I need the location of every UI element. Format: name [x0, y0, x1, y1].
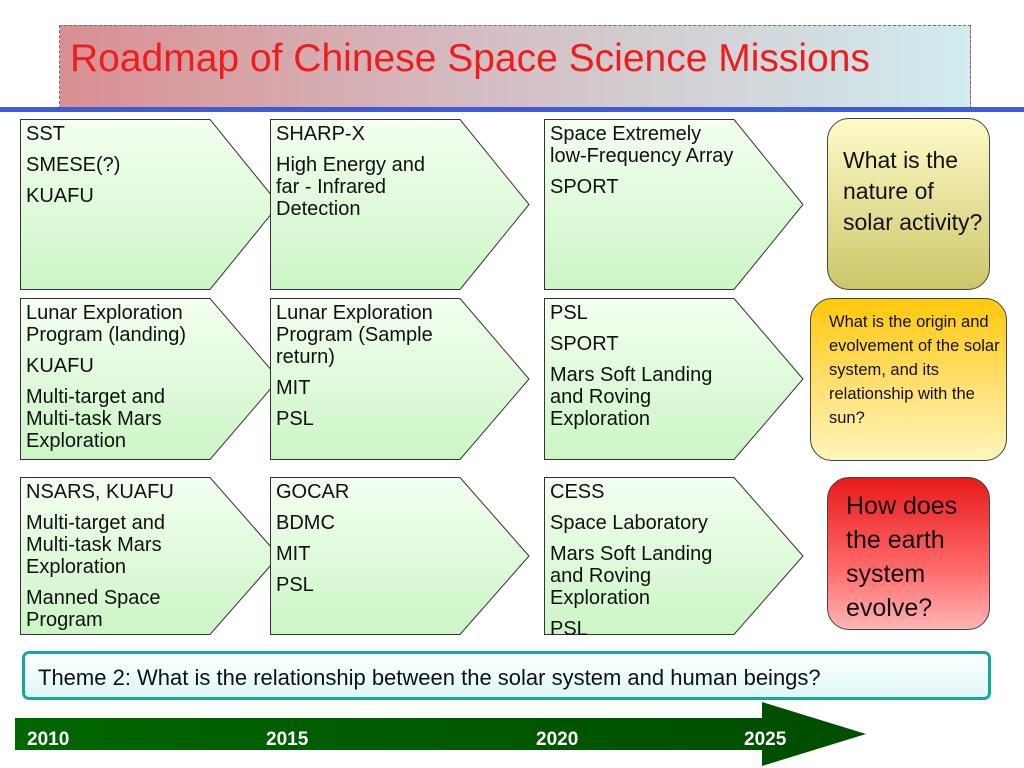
- question-solar-activity: What is the nature of solar activity?: [827, 118, 990, 290]
- card-arrow-shape: [270, 119, 530, 290]
- mission-item: Mars Soft Landing and Roving Exploration: [550, 364, 713, 430]
- page-title: Roadmap of Chinese Space Science Mission…: [70, 37, 870, 80]
- mission-item: High Energy and far - Infrared Detection: [276, 154, 425, 220]
- mission-card-row2-2020: PSL SPORT Mars Soft Landing and Roving Exp…: [544, 298, 804, 460]
- mission-item: Space Laboratory: [550, 512, 708, 534]
- title-banner: Roadmap of Chinese Space Science Mission…: [59, 25, 971, 109]
- card-text: SST SMESE(?) KUAFU: [20, 119, 120, 216]
- year-2010: 2010: [27, 729, 70, 750]
- theme-text: Theme 2: What is the relationship betwee…: [38, 665, 821, 690]
- question-solar-system-origin: What is the origin and evolvement of the…: [810, 298, 1007, 461]
- mission-item: KUAFU: [26, 185, 94, 207]
- mission-item: BDMC: [276, 512, 335, 534]
- mission-item: PSL: [276, 574, 314, 596]
- mission-item: SST: [26, 123, 65, 145]
- mission-item: Multi-target and Multi-task Mars Explora…: [26, 386, 165, 452]
- mission-item: Lunar Exploration Program (landing): [26, 302, 187, 346]
- card-arrow-shape: [270, 477, 530, 635]
- mission-card-row2-2010: Lunar Exploration Program (landing) KUAFU…: [20, 298, 280, 460]
- header-divider: [0, 107, 1024, 112]
- mission-item: Multi-target and Multi-task Mars Explora…: [26, 512, 165, 578]
- card-arrow-shape: [270, 298, 530, 460]
- card-arrow-shape: [544, 477, 804, 635]
- card-arrow-shape: [20, 477, 280, 635]
- card-text: Lunar Exploration Program (landing) KUAFU…: [20, 298, 186, 461]
- card-arrow-shape: [544, 298, 804, 460]
- mission-item: MIT: [276, 377, 311, 399]
- mission-item: PSL: [276, 408, 314, 430]
- card-text: NSARS, KUAFU Multi-target and Multi-task …: [20, 477, 174, 640]
- mission-item: PSL: [550, 618, 588, 640]
- mission-item: Space Extremely low-Frequency Array: [550, 123, 734, 167]
- mission-card-row1-2010: SST SMESE(?) KUAFU: [20, 119, 280, 290]
- year-2015: 2015: [266, 729, 309, 750]
- card-text: GOCAR BDMC MIT PSL: [270, 477, 349, 605]
- year-2020: 2020: [536, 729, 579, 750]
- card-arrow-shape: [544, 119, 804, 290]
- timeline-arrow: [15, 702, 866, 766]
- question-earth-system: How does the earth system evolve?: [827, 477, 990, 630]
- mission-item: NSARS, KUAFU: [26, 481, 174, 503]
- card-text: PSL SPORT Mars Soft Landing and Roving Exp…: [544, 298, 712, 439]
- mission-item: PSL: [550, 302, 588, 324]
- timeline-arrow-shape: [15, 702, 866, 766]
- mission-item: SPORT: [550, 176, 619, 198]
- mission-item: Manned Space Program: [26, 587, 161, 631]
- card-text: SHARP-X High Energy and far - Infrared De…: [270, 119, 425, 229]
- mission-item: GOCAR: [276, 481, 350, 503]
- mission-item: SPORT: [550, 333, 619, 355]
- mission-card-row3-2015: GOCAR BDMC MIT PSL: [270, 477, 530, 635]
- mission-item: MIT: [276, 543, 311, 565]
- mission-item: KUAFU: [26, 355, 94, 377]
- theme-banner: Theme 2: What is the relationship betwee…: [22, 651, 991, 700]
- mission-item: Lunar Exploration Program (Sample return…: [276, 302, 433, 368]
- mission-item: SMESE(?): [26, 154, 121, 176]
- mission-card-row1-2015: SHARP-X High Energy and far - Infrared De…: [270, 119, 530, 290]
- card-arrow-shape: [20, 119, 280, 290]
- card-arrow-shape: [20, 298, 280, 460]
- mission-card-row2-2015: Lunar Exploration Program (Sample return…: [270, 298, 530, 460]
- card-text: Lunar Exploration Program (Sample return…: [270, 298, 433, 439]
- mission-item: Mars Soft Landing and Roving Exploration: [550, 543, 713, 609]
- mission-item: SHARP-X: [276, 123, 365, 145]
- year-2025: 2025: [744, 729, 787, 750]
- mission-card-row3-2010: NSARS, KUAFU Multi-target and Multi-task …: [20, 477, 280, 635]
- mission-item: CESS: [550, 481, 605, 503]
